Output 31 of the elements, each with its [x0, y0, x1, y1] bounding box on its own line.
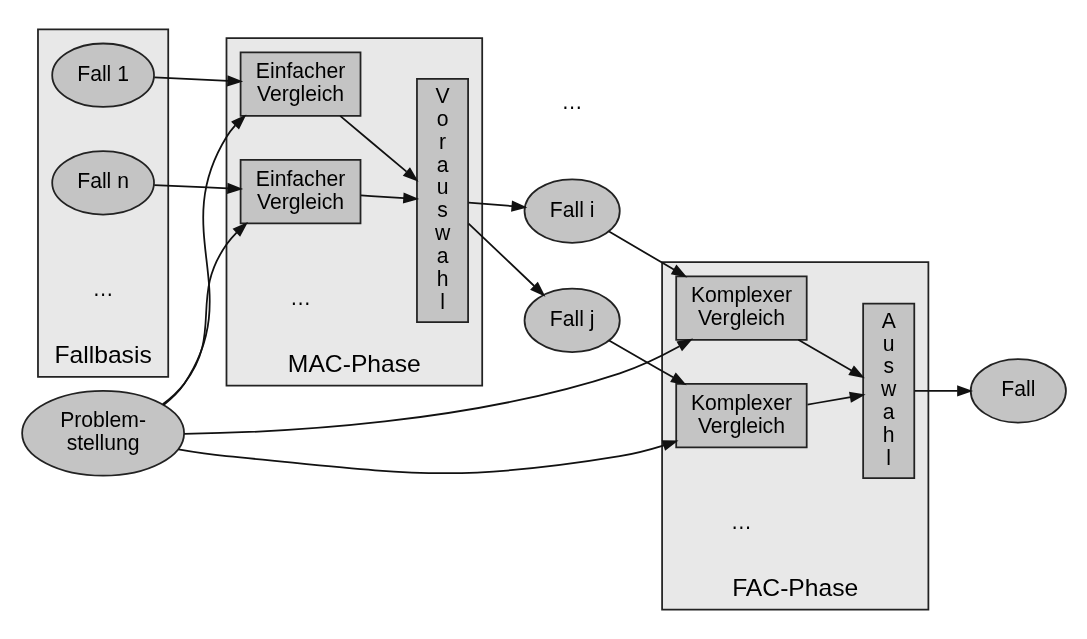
arrow	[467, 222, 545, 297]
arrow	[161, 222, 248, 406]
node-box: Komplexer Vergleich	[674, 383, 808, 449]
arrow	[806, 391, 866, 406]
node-box: Einfacher Vergleich	[239, 159, 361, 225]
arrow	[607, 339, 687, 386]
node-box: Auswahl	[861, 302, 915, 480]
arrow	[607, 230, 687, 278]
label: …	[92, 276, 114, 300]
arrow	[913, 385, 973, 397]
arrow	[338, 115, 419, 182]
arrow	[797, 338, 865, 379]
node-ellipse: Problem- stellung	[20, 389, 185, 477]
label: …	[730, 509, 752, 533]
arrow	[359, 192, 419, 204]
node-ellipse: Fall i	[523, 178, 621, 244]
node-ellipse: Fall	[969, 358, 1067, 424]
label: …	[289, 285, 311, 309]
arrow	[162, 114, 246, 406]
node-box: Einfacher Vergleich	[239, 51, 361, 117]
arrow	[152, 75, 243, 87]
node-box: Vorauswahl	[415, 77, 469, 324]
node-box: Komplexer Vergleich	[674, 275, 808, 341]
arrow	[152, 182, 243, 194]
node-ellipse: Fall j	[523, 287, 621, 353]
arrow	[467, 200, 527, 212]
arrow	[182, 338, 693, 435]
arrow	[177, 440, 678, 475]
node-ellipse: Fall n	[50, 150, 155, 216]
node-ellipse: Fall 1	[50, 42, 155, 108]
label: …	[561, 89, 583, 113]
